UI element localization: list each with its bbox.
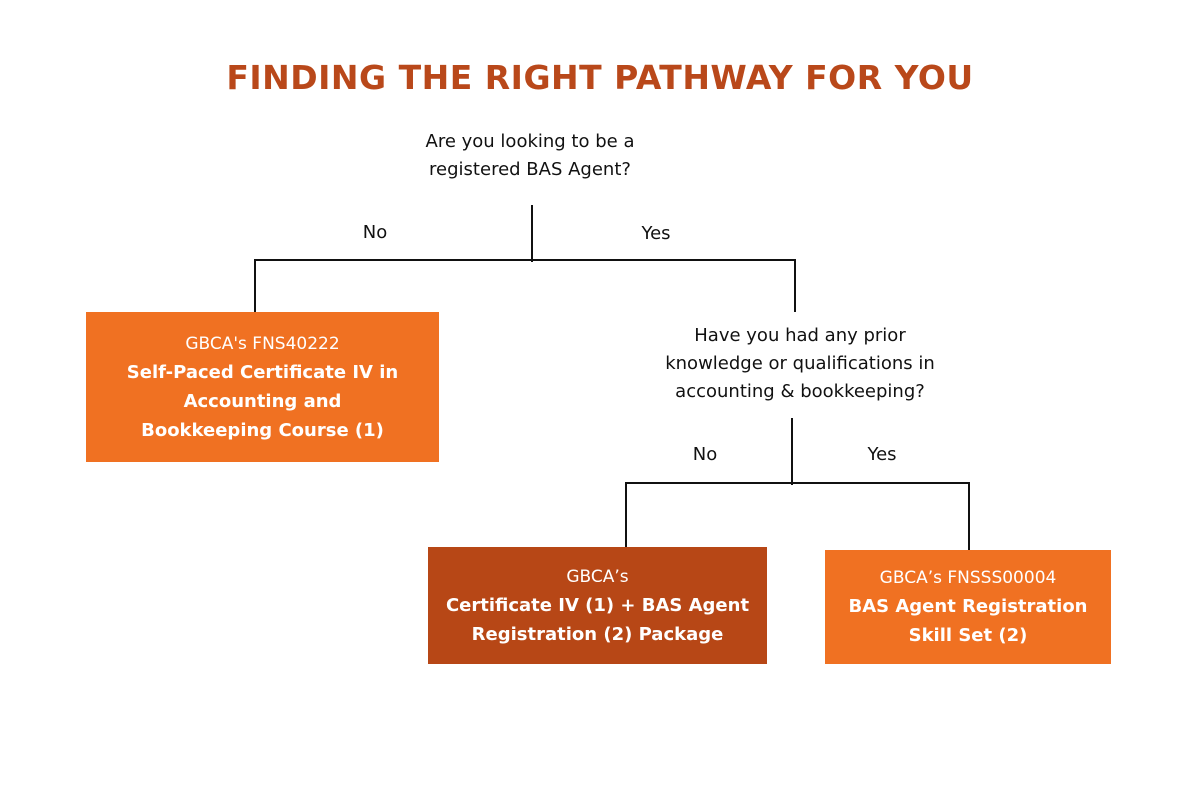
- question-bas-agent: Are you looking to be a registered BAS A…: [380, 128, 680, 184]
- outcome-certificate-bas-package: GBCA’s Certificate IV (1) + BAS Agent Re…: [428, 547, 767, 664]
- branch-label-q2-yes: Yes: [867, 444, 897, 465]
- branch-label-q1-no: No: [362, 222, 388, 243]
- connector-q2-stem: [791, 418, 793, 485]
- outcome-bas-skill-set: GBCA’s FNSSS00004 BAS Agent Registration…: [825, 550, 1111, 664]
- outcome-self-paced-name-line-2: Accounting and: [183, 390, 342, 412]
- question-prior-knowledge-line-3: accounting & bookkeeping?: [675, 381, 925, 402]
- outcome-package-name-line-1: Certificate IV (1) + BAS Agent: [445, 594, 750, 616]
- outcome-self-paced-name-line-1: Self-Paced Certificate IV in: [126, 361, 399, 383]
- connector-q2-horizontal: [625, 482, 970, 484]
- outcome-self-paced-name-line-3: Bookkeeping Course (1): [141, 419, 384, 441]
- question-prior-knowledge-line-1: Have you had any prior: [694, 325, 906, 346]
- outcome-self-paced-certificate: GBCA's FNS40222 Self-Paced Certificate I…: [86, 312, 439, 462]
- connector-q1-stem: [531, 205, 533, 262]
- branch-label-q1-yes: Yes: [641, 223, 671, 244]
- connector-q1-yes-drop: [794, 259, 796, 312]
- connector-q2-no-drop: [625, 482, 627, 547]
- outcome-package-name-line-2: Registration (2) Package: [471, 623, 724, 645]
- diagram-title: FINDING THE RIGHT PATHWAY FOR YOU: [226, 58, 974, 97]
- question-bas-agent-line-2: registered BAS Agent?: [429, 159, 631, 180]
- outcome-skill-set-name-line-1: BAS Agent Registration: [848, 596, 1088, 617]
- question-bas-agent-line-1: Are you looking to be a: [425, 131, 635, 152]
- branch-label-q2-no: No: [692, 444, 718, 465]
- question-prior-knowledge: Have you had any prior knowledge or qual…: [620, 322, 980, 406]
- outcome-skill-set-prefix: GBCA’s FNSSS00004: [879, 568, 1057, 588]
- connector-q1-no-drop: [254, 259, 256, 312]
- connector-q2-yes-drop: [968, 482, 970, 550]
- outcome-package-prefix: GBCA’s: [566, 566, 629, 587]
- outcome-skill-set-name-line-2: Skill Set (2): [908, 625, 1028, 646]
- outcome-self-paced-prefix: GBCA's FNS40222: [185, 333, 340, 354]
- connector-q1-horizontal: [254, 259, 796, 261]
- question-prior-knowledge-line-2: knowledge or qualifications in: [665, 353, 935, 374]
